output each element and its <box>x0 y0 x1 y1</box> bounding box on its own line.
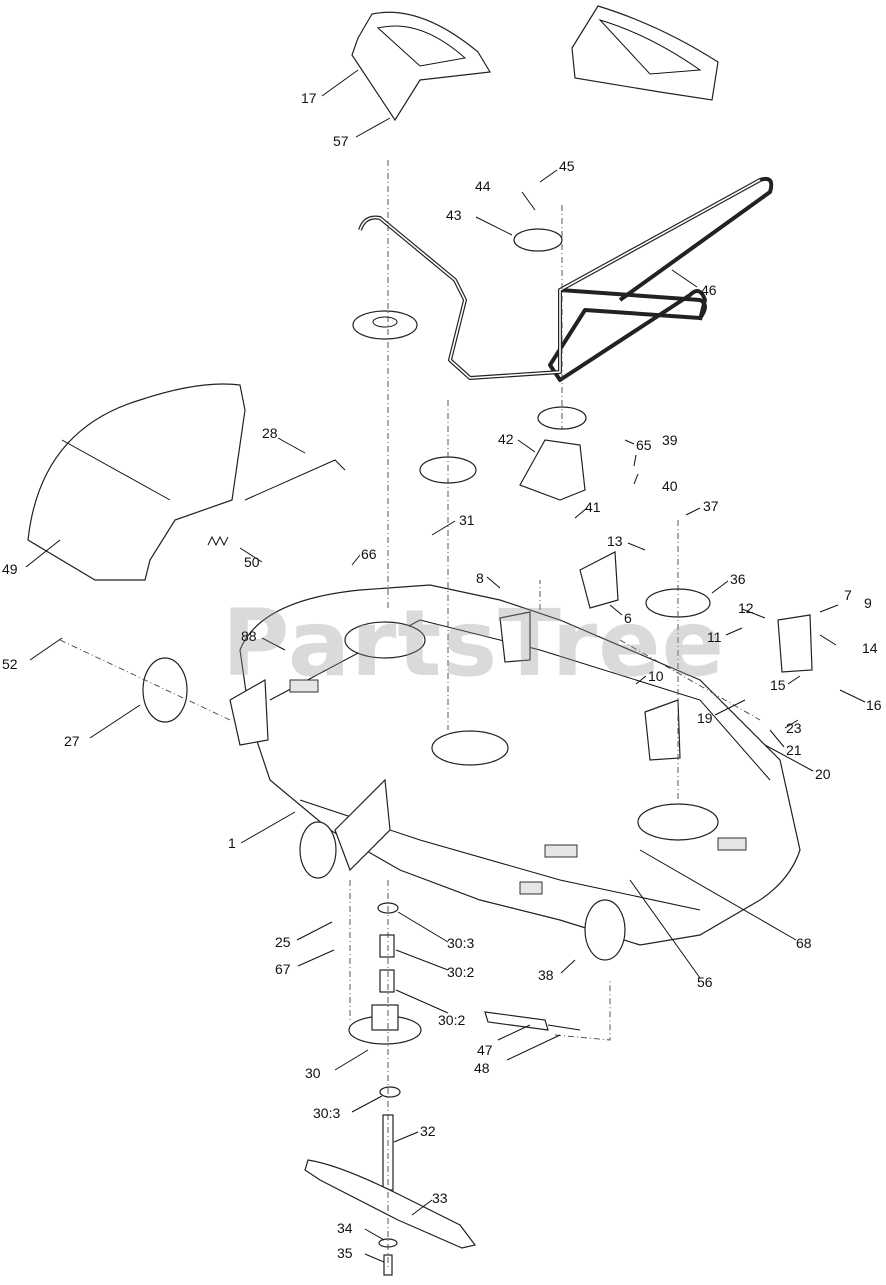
callout-17: 17 <box>301 90 317 106</box>
chute-rod <box>244 459 346 501</box>
callout-36: 36 <box>730 571 746 587</box>
callout-66: 66 <box>361 546 377 562</box>
callout-38: 38 <box>538 967 554 983</box>
callout-45: 45 <box>559 158 575 174</box>
callout-30-3-lower: 30:3 <box>313 1105 341 1121</box>
callout-14: 14 <box>862 640 878 656</box>
callout-57: 57 <box>333 133 349 149</box>
callout-21: 21 <box>786 742 802 758</box>
tension-spring <box>484 1011 549 1031</box>
callout-56: 56 <box>697 974 713 990</box>
callout-34: 34 <box>337 1220 353 1236</box>
callout-31: 31 <box>459 512 475 528</box>
mower-blade <box>304 1159 477 1249</box>
leader-lines <box>25 69 866 1263</box>
bolt-35 <box>383 1254 393 1276</box>
callout-41: 41 <box>585 499 601 515</box>
callout-19: 19 <box>697 710 713 726</box>
callout-20: 20 <box>815 766 831 782</box>
spacer-30-2-a <box>379 934 395 958</box>
callout-50: 50 <box>244 554 260 570</box>
belt-guard-right <box>571 5 719 101</box>
callout-32: 32 <box>420 1123 436 1139</box>
callout-9: 9 <box>864 595 872 611</box>
discharge-chute <box>27 383 246 581</box>
watermark: PartsTree <box>222 590 725 697</box>
callout-46: 46 <box>701 282 717 298</box>
spindle-shaft <box>382 1114 394 1191</box>
callout-13: 13 <box>607 533 623 549</box>
bracket-6 <box>579 551 619 609</box>
callout-33: 33 <box>432 1190 448 1206</box>
bracket-lower-left <box>499 611 531 663</box>
callout-30-2-lower: 30:2 <box>438 1012 466 1028</box>
callout-1: 1 <box>228 835 236 851</box>
callout-49: 49 <box>2 561 18 577</box>
mower-deck <box>239 584 801 946</box>
callout-7: 7 <box>844 587 852 603</box>
callout-25: 25 <box>275 934 291 950</box>
idler-arm <box>519 439 586 501</box>
callout-43: 43 <box>446 207 462 223</box>
callout-67: 67 <box>275 961 291 977</box>
front-bracket <box>334 778 391 872</box>
callout-30: 30 <box>305 1065 321 1081</box>
callout-40: 40 <box>662 478 678 494</box>
callout-44: 44 <box>475 178 491 194</box>
callout-39: 39 <box>662 432 678 448</box>
callout-52: 52 <box>2 656 18 672</box>
callout-42: 42 <box>498 431 514 447</box>
callout-23: 23 <box>786 720 802 736</box>
callout-15: 15 <box>770 677 786 693</box>
deck-wheel-front <box>299 821 337 879</box>
spacer-30-2-b <box>379 969 395 993</box>
drive-belt <box>358 176 774 382</box>
bracket-10 <box>644 699 681 761</box>
callout-47: 47 <box>477 1042 493 1058</box>
chute-spring <box>207 535 229 547</box>
callout-27: 27 <box>64 733 80 749</box>
callout-35: 35 <box>337 1245 353 1261</box>
spindle-left <box>344 621 426 659</box>
wheel-bracket <box>229 678 269 746</box>
callout-30-3-upper: 30:3 <box>447 935 475 951</box>
callout-10: 10 <box>648 668 664 684</box>
callout-11: 11 <box>707 629 722 645</box>
deck-wheel-27 <box>142 657 188 723</box>
pulley-left <box>352 310 418 340</box>
bracket-7 <box>777 614 813 673</box>
callout-16: 16 <box>866 697 882 713</box>
callout-37: 37 <box>703 498 719 514</box>
spindle-center <box>431 730 509 766</box>
deck-wheel-right <box>584 899 626 961</box>
bearing-30-3-lower <box>379 1086 401 1098</box>
callout-6: 6 <box>624 610 632 626</box>
callout-30-2-upper: 30:2 <box>447 964 475 980</box>
callout-28: 28 <box>262 425 278 441</box>
callout-65: 65 <box>636 437 652 453</box>
idler-43 <box>513 228 563 252</box>
callout-48: 48 <box>474 1060 490 1076</box>
spindle-right <box>637 803 719 841</box>
callout-12: 12 <box>738 600 754 616</box>
callout-8: 8 <box>476 570 484 586</box>
callout-88: 88 <box>241 628 257 644</box>
callout-68: 68 <box>796 935 812 951</box>
